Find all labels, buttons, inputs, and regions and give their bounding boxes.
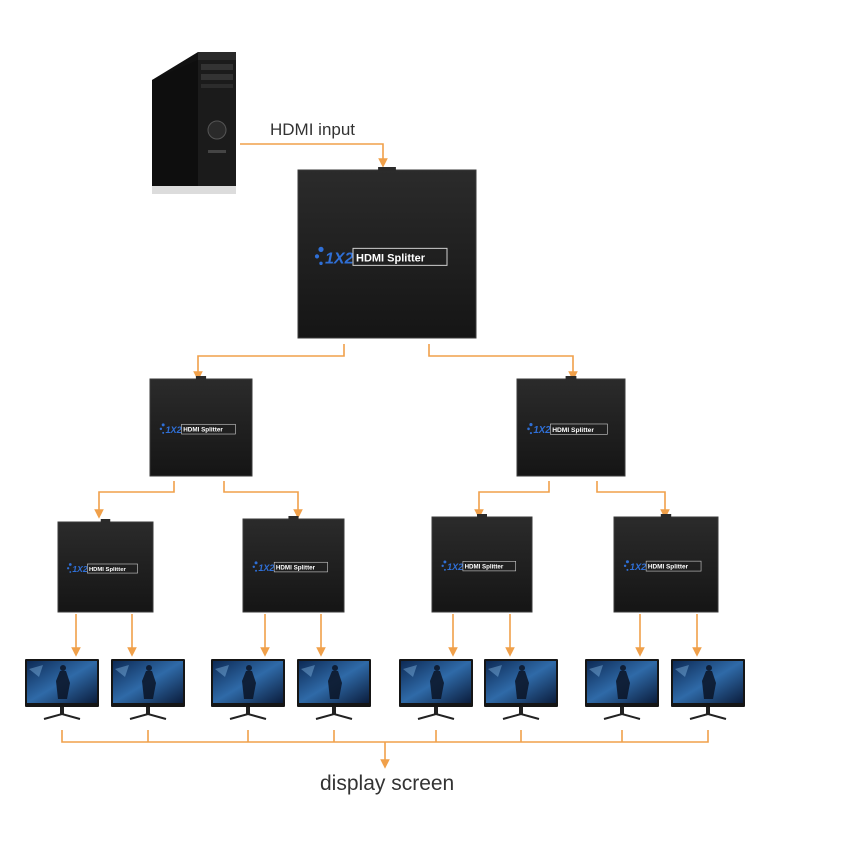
monitor-icon: [585, 659, 659, 720]
splitter-name-text: HDMI Splitter: [552, 427, 594, 434]
splitter-model-text: 1X2: [165, 425, 181, 435]
splitter-model-text: 1X2: [630, 562, 647, 572]
monitor-icon: [25, 659, 99, 720]
monitor-icon: [399, 659, 473, 720]
splitter-name-text: HDMI Splitter: [356, 252, 426, 264]
monitors: [25, 659, 745, 720]
splitter-name-text: HDMI Splitter: [276, 565, 316, 572]
monitor-icon: [484, 659, 558, 720]
computer-tower-icon: [152, 52, 236, 194]
monitor-icon: [671, 659, 745, 720]
splitter-model-text: 1X2: [533, 425, 551, 436]
splitter-name-text: HDMI Splitter: [648, 564, 689, 571]
monitor-icon: [297, 659, 371, 720]
display-screen-label: display screen: [320, 772, 454, 795]
splitter-name-text: HDMI Splitter: [89, 567, 127, 573]
splitter-model-text: 1X2: [258, 563, 274, 573]
hdmi-input-label: HDMI input: [270, 120, 355, 139]
splitter-model-text: 1X2: [447, 562, 463, 572]
connector-lines: [61, 143, 709, 769]
splitter-name-text: HDMI Splitter: [183, 427, 223, 434]
splitter-model-text: 1X2: [325, 250, 354, 267]
monitor-icon: [211, 659, 285, 720]
monitor-icon: [111, 659, 185, 720]
splitter-model-text: 1X2: [72, 564, 87, 574]
splitter-name-text: HDMI Splitter: [465, 564, 504, 571]
